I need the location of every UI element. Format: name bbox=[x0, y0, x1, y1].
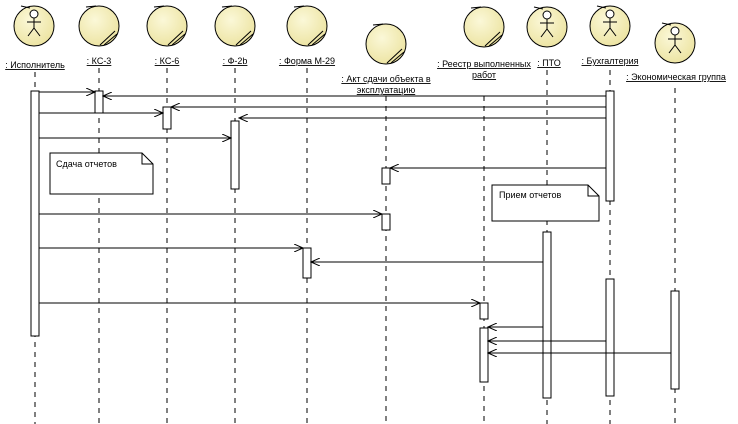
note-priem-otchetov: Прием отчетов bbox=[491, 184, 600, 222]
entity-icon-m29 bbox=[286, 5, 328, 47]
activation-reestr-2 bbox=[479, 327, 489, 383]
lifeline-label-ks6: : КС-6 bbox=[155, 56, 180, 66]
entity-icon-ks6 bbox=[146, 5, 188, 47]
actor-icon-buh bbox=[589, 5, 631, 47]
note-priem-text: Прием отчетов bbox=[499, 190, 562, 200]
activation-ks3 bbox=[94, 90, 104, 114]
lifelines bbox=[34, 68, 676, 424]
activation-buh-1 bbox=[605, 90, 615, 202]
activation-m29 bbox=[302, 247, 312, 279]
lifeline-label-buh: : Бухгалтерия bbox=[582, 56, 639, 66]
lifeline-label-akt-line2: эксплуатацию bbox=[357, 85, 416, 95]
activation-akt-1 bbox=[381, 167, 391, 185]
actor-icon-pto bbox=[526, 6, 568, 48]
note-sdacha-otchetov: Сдача отчетов bbox=[49, 152, 154, 195]
activation-buh-2 bbox=[605, 278, 615, 397]
entity-icon-akt bbox=[365, 23, 407, 65]
activation-akt-2 bbox=[381, 213, 391, 231]
activation-reestr-1 bbox=[479, 302, 489, 320]
entity-icon-reestr bbox=[463, 6, 505, 48]
entity-icon-f2b bbox=[214, 5, 256, 47]
activation-ks6 bbox=[162, 106, 172, 130]
lifeline-label-akt-line1: : Акт сдачи объекта в bbox=[341, 74, 430, 84]
actor-icon-ispolnitel bbox=[13, 5, 55, 47]
note-sdacha-text: Сдача отчетов bbox=[56, 159, 117, 169]
messages bbox=[39, 92, 671, 353]
lifeline-label-ks3: : КС-3 bbox=[87, 56, 112, 66]
lifeline-label-f2b: : Ф-2b bbox=[223, 56, 248, 66]
lifeline-label-ispolnitel: : Исполнитель bbox=[5, 60, 65, 70]
activations bbox=[30, 90, 680, 399]
lifeline-label-reestr-line2: работ bbox=[472, 70, 496, 80]
lifeline-label-econ: : Экономическая группа bbox=[626, 72, 726, 82]
entity-icon-ks3 bbox=[78, 5, 120, 47]
lifeline-label-pto: : ПТО bbox=[537, 58, 561, 68]
activation-f2b bbox=[230, 120, 240, 190]
activation-pto bbox=[542, 231, 552, 399]
lifeline-label-reestr-line1: : Реестр выполненных bbox=[437, 59, 531, 69]
actor-icon-econ bbox=[654, 22, 696, 64]
activation-ispolnitel bbox=[30, 90, 40, 337]
lifeline-label-m29: : Форма М-29 bbox=[279, 56, 335, 66]
activation-econ bbox=[670, 290, 680, 390]
